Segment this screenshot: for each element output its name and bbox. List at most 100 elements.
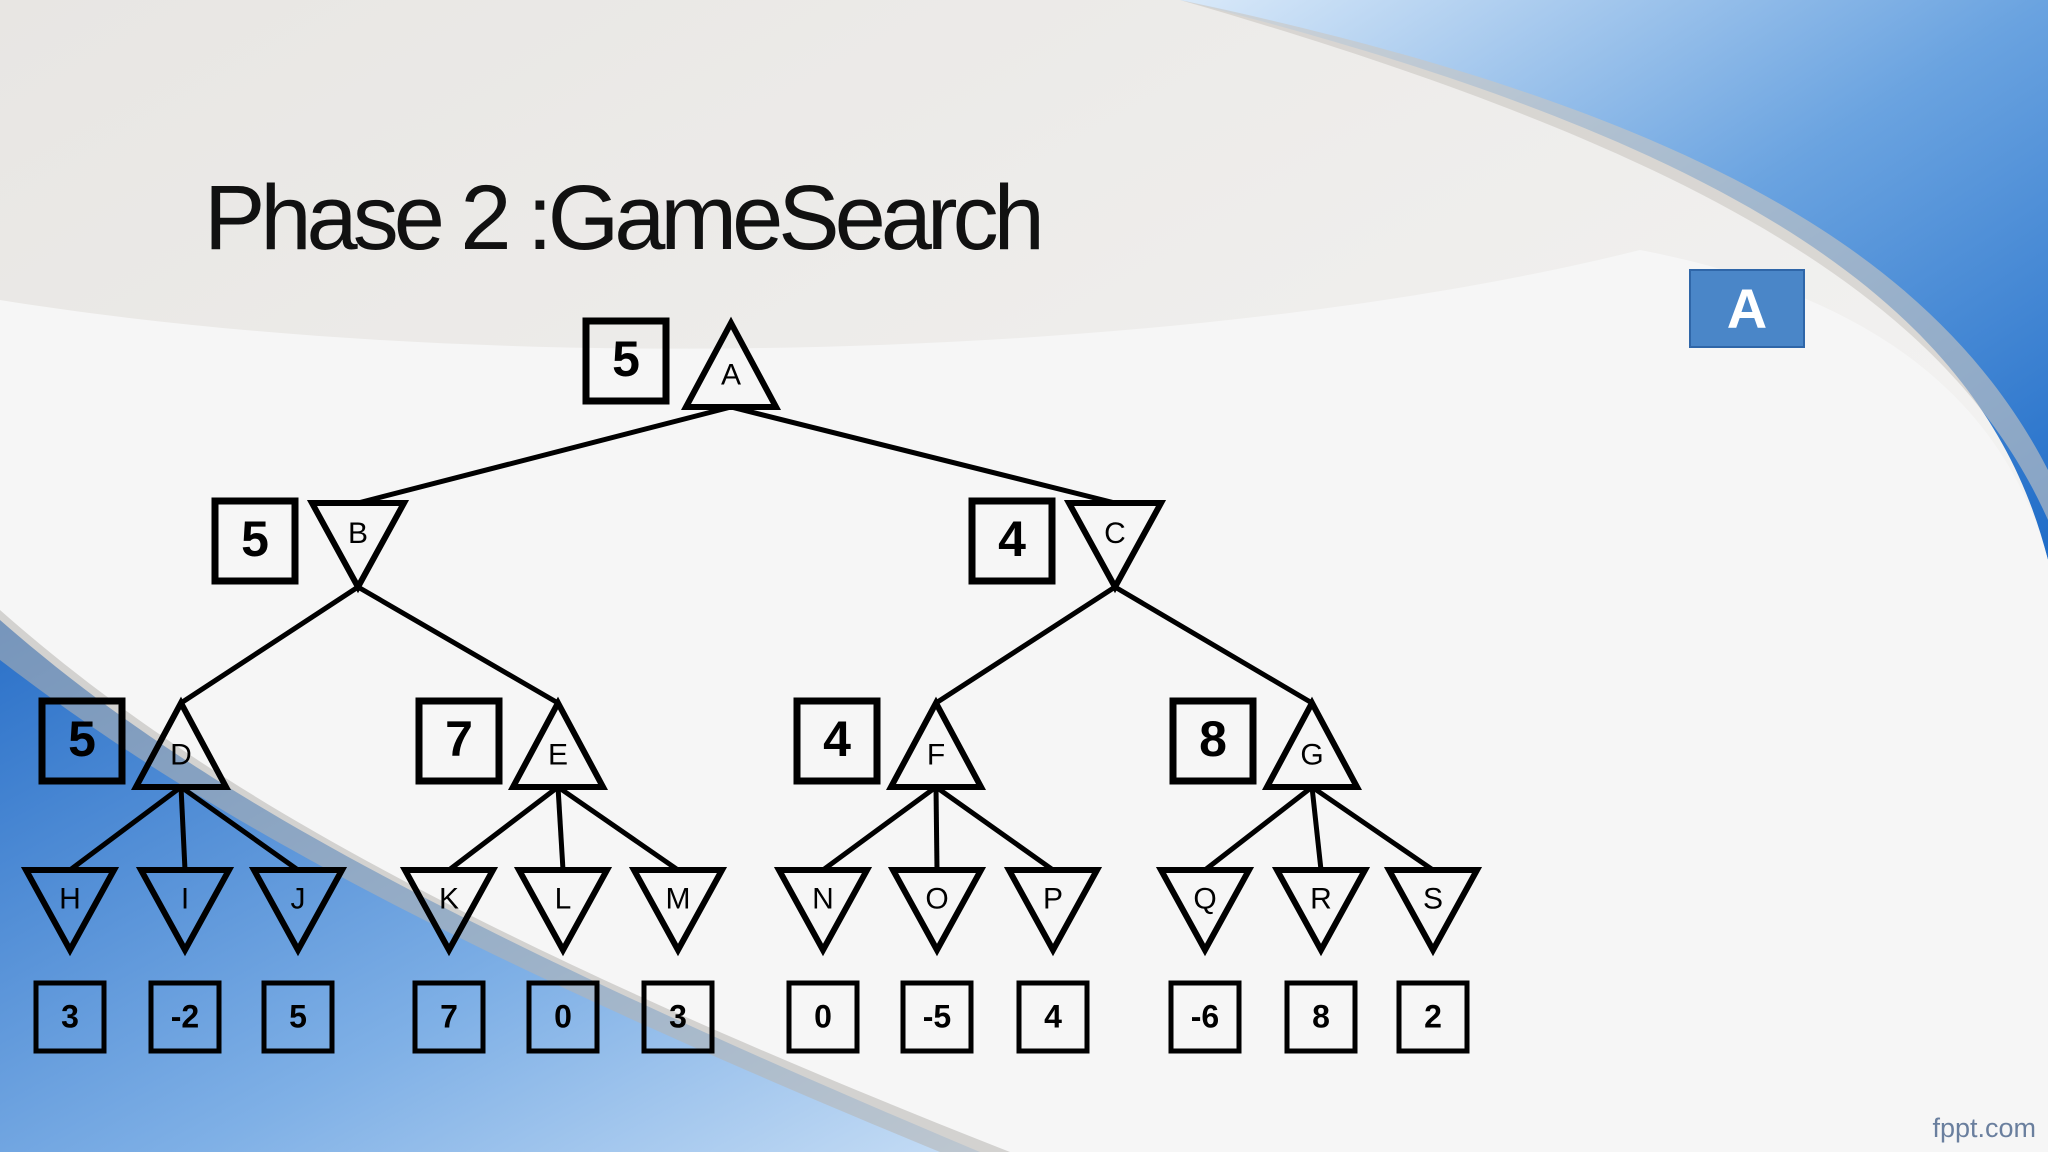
node-value-box: [786, 980, 860, 1054]
node-value: 8: [1312, 998, 1330, 1034]
node-value-box: [793, 697, 881, 785]
tree-edge-B-D: [179, 584, 360, 706]
node-label: B: [348, 517, 368, 550]
max-node-triangle: [680, 316, 782, 410]
node-value: 8: [1199, 711, 1227, 767]
node-label: O: [925, 882, 948, 915]
slide-title: Phase 2 :GameSearch: [204, 167, 1045, 269]
tree-node-M: M3: [628, 867, 728, 1054]
tree-node-B: B5: [211, 497, 410, 594]
tree-edge-A-B: [357, 404, 732, 506]
tree-edge-D-I: [178, 786, 188, 871]
tree-edge-D-J: [179, 784, 300, 873]
tree-edge-E-K: [447, 785, 560, 872]
tree-node-Q: Q-6: [1155, 867, 1255, 1054]
node-value: -2: [171, 998, 199, 1034]
tree-edge-F-O: [933, 786, 940, 871]
node-label: J: [291, 882, 306, 915]
node-label: S: [1423, 882, 1443, 915]
tree-edge-G-S: [1310, 784, 1435, 873]
node-label: C: [1104, 517, 1126, 550]
tree-node-I: I -2: [135, 867, 235, 1054]
tree-node-P: P4: [1003, 867, 1103, 1054]
node-value: 7: [445, 711, 473, 767]
node-value-box: [582, 317, 670, 405]
node-label: F: [927, 739, 945, 772]
min-node-triangle: [1063, 500, 1167, 594]
node-value: 0: [554, 998, 572, 1034]
node-value-box: [1169, 697, 1257, 785]
tree-node-L: L0: [513, 867, 613, 1054]
node-value-box: [526, 980, 600, 1054]
min-node-triangle: [1271, 867, 1371, 957]
max-node-triangle: [507, 696, 609, 790]
tree-edge-B-E: [356, 584, 560, 706]
node-value-box: [641, 980, 715, 1054]
node-value-box: [1016, 980, 1090, 1054]
node-value-box: [1396, 980, 1470, 1054]
min-node-triangle: [135, 867, 235, 957]
node-label: M: [666, 882, 691, 915]
min-node-triangle: [887, 867, 987, 957]
min-node-triangle: [399, 867, 499, 957]
tree-node-N: N0: [773, 867, 873, 1054]
node-value-box: [211, 497, 299, 585]
node-value: 3: [669, 998, 687, 1034]
tree-edge-E-M: [556, 784, 680, 873]
node-label: E: [548, 739, 568, 772]
tree-edges: [68, 404, 1435, 873]
node-value-box: [412, 980, 486, 1054]
tree-node-C: C4: [968, 497, 1167, 594]
node-label: Q: [1193, 882, 1216, 915]
node-value-box: [261, 980, 335, 1054]
node-value: 7: [440, 998, 458, 1034]
node-label: P: [1043, 882, 1063, 915]
node-label: L: [555, 882, 572, 915]
tree-edge-G-R: [1309, 786, 1324, 871]
tree-node-A: A5: [582, 316, 782, 410]
min-node-triangle: [20, 867, 120, 957]
min-node-triangle: [1383, 867, 1483, 957]
node-value-box: [1168, 980, 1242, 1054]
max-node-triangle: [130, 696, 232, 790]
tree-node-S: S2: [1383, 867, 1483, 1054]
node-value: 3: [61, 998, 79, 1034]
node-label: K: [439, 882, 459, 915]
node-value-box: [148, 980, 222, 1054]
footer-watermark: fppt.com: [1932, 1113, 2036, 1143]
node-value: -5: [923, 998, 951, 1034]
tree-node-E: E7: [415, 696, 609, 790]
max-node-triangle: [885, 696, 987, 790]
tree-edge-A-C: [730, 404, 1116, 506]
tree-edge-C-G: [1113, 584, 1314, 706]
node-label: G: [1300, 739, 1323, 772]
node-label: H: [59, 882, 81, 915]
tree-node-F: F4: [793, 696, 987, 790]
tree-edge-C-F: [934, 584, 1117, 706]
node-value-box: [1284, 980, 1358, 1054]
tree-edge-F-N: [821, 784, 938, 873]
node-value-box: [415, 697, 503, 785]
node-label: R: [1310, 882, 1332, 915]
node-value: 5: [612, 331, 640, 387]
node-value-box: [968, 497, 1056, 585]
tree-node-K: K7: [399, 867, 499, 1054]
max-node-triangle: [1261, 696, 1363, 790]
node-value-box: [900, 980, 974, 1054]
min-node-triangle: [306, 500, 410, 594]
node-value: 5: [68, 711, 96, 767]
answer-label: A: [1689, 269, 1805, 348]
node-label: I: [181, 882, 189, 915]
node-value: 4: [1044, 998, 1062, 1034]
min-node-triangle: [773, 867, 873, 957]
node-value: 4: [823, 711, 851, 767]
node-label: A: [721, 359, 741, 392]
node-label: N: [812, 882, 834, 915]
min-node-triangle: [1155, 867, 1255, 957]
tree-edge-D-H: [68, 784, 183, 873]
min-node-triangle: [248, 867, 348, 957]
tree-node-D: D5: [38, 696, 232, 790]
node-label: D: [170, 739, 192, 772]
